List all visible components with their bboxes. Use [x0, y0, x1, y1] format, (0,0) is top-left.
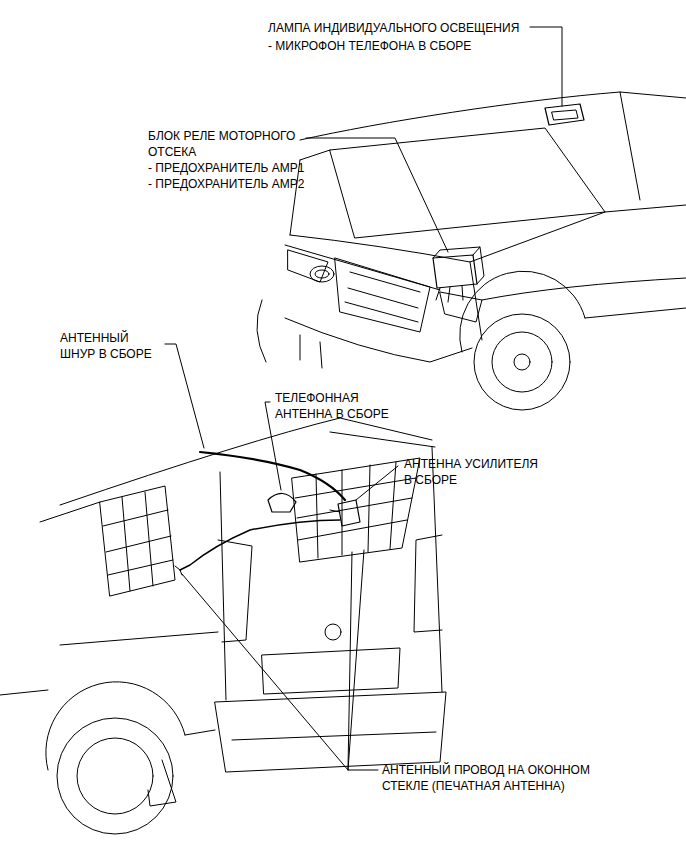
part-label: АНТЕННЫЙ ШНУР В СБОРЕ: [60, 330, 160, 362]
part-label: АНТЕННЫЙ ПРОВОД НА ОКОННОМ СТЕКЛЕ (ПЕЧАТ…: [382, 762, 622, 794]
part-label: - ПРЕДОХРАНИТЕЛЬ AMP1: [148, 160, 318, 176]
part-label: - ПРЕДОХРАНИТЕЛЬ AMP2: [148, 176, 318, 192]
rear-vehicle: [0, 418, 446, 834]
part-label: БЛОК РЕЛЕ МОТОРНОГО ОТСЕКА: [148, 128, 318, 160]
part-label: АНТЕННА УСИЛИТЕЛЯ В СБОРЕ: [404, 456, 542, 488]
part-label: - МИКРОФОН ТЕЛЕФОНА В СБОРЕ: [268, 38, 528, 54]
part-label: ТЕЛЕФОННАЯ АНТЕННА В СБОРЕ: [275, 390, 400, 422]
part-label: ЛАМПА ИНДИВИДУАЛЬНОГО ОСВЕЩЕНИЯ: [268, 20, 528, 36]
front-vehicle: [257, 92, 686, 410]
